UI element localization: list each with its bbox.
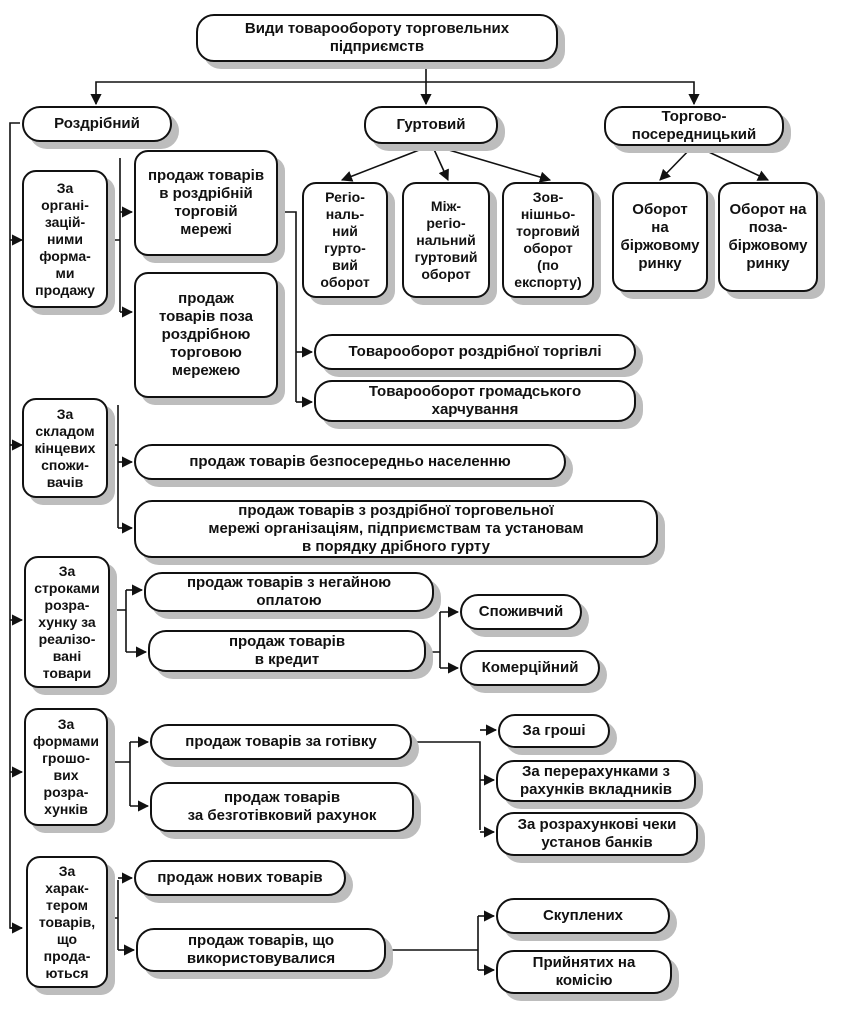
regional-turnover-node: Регіо- наль- ний гурто- вий оборот [302,182,388,298]
connector-org-split [108,158,121,312]
sale-new-goods-node: продаж нових товарів [134,860,346,896]
offexchange-market-node: Оборот на поза- біржовому ринку [718,182,818,292]
connector-goods-split [108,880,119,950]
foreign-trade-turnover-node: Зов- нішньо- торговий оборот (по експорт… [502,182,594,298]
criteria-org-forms-node: За органі- зацій- ними форма- ми продажу [22,170,108,308]
retail-trade-turnover-node: Товарооборот роздрібної торгівлі [314,334,636,370]
sale-for-cash-node: продаж товарів за готівку [150,724,412,760]
connector-consumers-split [108,405,119,528]
exchange-market-node: Оборот на біржовому ринку [612,182,708,292]
connector-retail-spine [9,122,22,929]
via-transfers-node: За перерахунками з рахунків вкладників [496,760,696,802]
connector-intermediary-offexchange [693,144,770,181]
connector-wholesale-foreign [431,144,552,183]
connector-org-bracket [278,211,297,402]
criteria-settlement-node: За строками розра- хунку за реалізо- ван… [24,556,110,688]
sale-to-population-node: продаж товарів безпосередньо населенню [134,444,566,480]
sale-in-retail-network-node: продаж товарів в роздрібній торговій мер… [134,150,278,256]
catering-turnover-node: Товарооборот громадського харчування [314,380,636,422]
connector-intermediary-exchange [659,144,695,181]
bought-goods-node: Скуплених [496,898,670,934]
intermediary-node: Торгово- посередницький [604,106,784,146]
connector-money-split [108,742,131,806]
connector-settlement-split [110,590,127,652]
root-node: Види товарообороту торговельних підприєм… [196,14,558,62]
connector-root-intermediary [426,81,700,106]
commission-goods-node: Прийнятих на комісію [496,950,672,994]
sale-to-organizations-node: продаж товарів з роздрібної торговельної… [134,500,658,558]
sale-noncash-node: продаж товарів за безготівковий рахунок [150,782,414,832]
for-money-node: За гроші [498,714,610,748]
sale-used-goods-node: продаж товарів, що використовувалися [136,928,386,972]
connector-wholesale-interregional [431,144,449,182]
criteria-money-forms-node: За формами грошо- вих розра- хунків [24,708,108,826]
connector-credit-types [426,612,441,668]
connector-used-types [386,916,479,970]
connector-root-retail [90,62,427,106]
wholesale-node: Гуртовий [364,106,498,144]
via-checks-node: За розрахункові чеки установ банків [496,812,698,856]
connector-cash-types [412,741,481,830]
sale-on-credit-node: продаж товарів в кредит [148,630,426,672]
sale-immediate-payment-node: продаж товарів з негайною оплатою [144,572,434,612]
retail-node: Роздрібний [22,106,172,142]
connector-wholesale-regional [340,144,433,182]
interregional-turnover-node: Між- регіо- нальний гуртовий оборот [402,182,490,298]
consumer-credit-node: Споживчий [460,594,582,630]
sale-outside-retail-network-node: продаж товарів поза роздрібною торговою … [134,272,278,398]
commercial-credit-node: Комерційний [460,650,600,686]
criteria-consumers-node: За складом кінцевих спожи- вачів [22,398,108,498]
criteria-goods-character-node: За харак- тером товарів, що прода- ються [26,856,108,988]
